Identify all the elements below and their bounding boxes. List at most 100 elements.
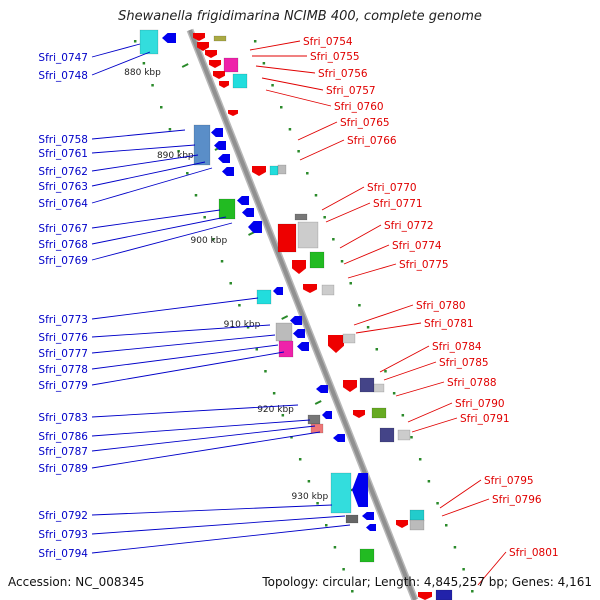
track-dot <box>436 502 439 505</box>
right-leader-line <box>411 417 458 433</box>
right-gene-label: Sfri_0796 <box>492 494 542 506</box>
track-dot <box>203 216 206 219</box>
plus-strand-gene <box>353 410 365 418</box>
left-leader-line <box>91 167 213 204</box>
track-dot <box>340 260 344 263</box>
left-gene-label: Sfri_0777 <box>38 348 88 360</box>
right-leader-line <box>325 202 371 223</box>
minus-strand-gene <box>218 198 236 220</box>
plus-strand-gene <box>409 509 425 522</box>
left-gene-label: Sfri_0748 <box>38 70 88 82</box>
left-gene-label: Sfri_0792 <box>38 510 88 522</box>
left-leader-line <box>91 222 233 261</box>
right-gene-label: Sfri_0771 <box>373 198 423 210</box>
right-gene-label: Sfri_0770 <box>367 182 417 194</box>
track-dot <box>401 414 405 417</box>
right-leader-line <box>249 40 301 51</box>
minus-strand-gene <box>322 411 332 419</box>
left-gene-label: Sfri_0793 <box>38 529 88 541</box>
scale-tick <box>181 63 189 68</box>
track-dot <box>142 62 146 65</box>
track-dot <box>229 282 232 285</box>
accession-text: Accession: NC_008345 <box>8 575 145 589</box>
minus-strand-gene <box>345 514 359 524</box>
right-leader-line <box>355 322 422 334</box>
plus-strand-gene <box>292 260 306 274</box>
right-leader-line <box>441 498 490 517</box>
right-gene-label: Sfri_0766 <box>347 135 397 147</box>
plus-strand-gene <box>309 251 325 269</box>
right-leader-line <box>395 381 445 397</box>
plus-strand-gene <box>328 335 344 353</box>
minus-strand-gene <box>362 512 374 520</box>
plus-strand-gene <box>213 71 225 79</box>
plus-strand-gene <box>342 333 356 344</box>
right-gene-label: Sfri_0785 <box>439 357 489 369</box>
left-gene-label: Sfri_0789 <box>38 463 88 475</box>
track-dot <box>297 150 300 153</box>
left-gene-label: Sfri_0787 <box>38 446 88 458</box>
track-dot <box>246 326 250 329</box>
left-leader-line <box>91 216 227 245</box>
right-gene-label: Sfri_0756 <box>318 68 368 80</box>
left-leader-line <box>91 344 279 370</box>
right-gene-label: Sfri_0790 <box>455 398 505 410</box>
right-leader-line <box>265 89 332 107</box>
track-dot <box>262 62 266 65</box>
plus-strand-gene <box>277 164 287 175</box>
track-dot <box>351 590 354 593</box>
track-dot <box>177 150 180 153</box>
track-dot <box>253 40 257 43</box>
left-leader-line <box>91 524 351 554</box>
track-dot <box>366 326 370 329</box>
minus-strand-gene <box>214 141 226 150</box>
plus-strand-gene <box>379 427 395 443</box>
plus-strand-gene <box>371 407 387 419</box>
right-gene-label: Sfri_0781 <box>424 318 474 330</box>
track-dot <box>280 106 283 109</box>
right-gene-label: Sfri_0780 <box>416 300 466 312</box>
scale-label: 880 kbp <box>124 68 161 78</box>
plus-strand-gene <box>205 50 217 58</box>
left-leader-line <box>91 504 333 516</box>
right-gene-label: Sfri_0774 <box>392 240 442 252</box>
minus-strand-gene <box>366 524 376 531</box>
track-dot <box>375 348 379 351</box>
track-dot <box>471 590 474 593</box>
left-leader-line <box>91 154 199 172</box>
right-leader-line <box>477 551 507 586</box>
genome-backbone <box>188 29 417 600</box>
scale-label: 890 kbp <box>157 151 194 161</box>
left-leader-line <box>91 425 316 452</box>
left-leader-line <box>91 404 299 418</box>
left-gene-label: Sfri_0773 <box>38 314 88 326</box>
track-dot <box>342 568 345 571</box>
left-gene-label: Sfri_0763 <box>38 181 88 193</box>
left-gene-label: Sfri_0764 <box>38 198 88 210</box>
minus-strand-gene <box>293 329 305 338</box>
right-leader-line <box>339 224 382 249</box>
right-gene-label: Sfri_0755 <box>310 51 360 63</box>
scale-label: 900 kbp <box>191 236 228 246</box>
plus-strand-gene <box>397 429 411 441</box>
minus-strand-gene <box>297 342 309 351</box>
plus-strand-gene <box>269 165 279 176</box>
track-dot <box>445 524 448 527</box>
left-leader-line <box>91 43 141 58</box>
left-gene-label: Sfri_0767 <box>38 223 88 235</box>
minus-strand-gene <box>256 289 272 305</box>
track-dot <box>462 568 465 571</box>
minus-strand-gene <box>162 33 176 43</box>
track-dot <box>427 480 431 483</box>
plus-strand-gene <box>373 383 385 393</box>
minus-strand-gene <box>278 340 294 358</box>
track-dot <box>323 216 326 219</box>
track-dot <box>290 436 293 439</box>
plus-strand-gene <box>409 519 425 531</box>
right-leader-line <box>439 479 482 509</box>
plus-strand-gene <box>297 221 319 249</box>
track-dot <box>307 480 311 483</box>
minus-strand-gene <box>290 316 302 325</box>
minus-strand-gene <box>222 167 234 176</box>
